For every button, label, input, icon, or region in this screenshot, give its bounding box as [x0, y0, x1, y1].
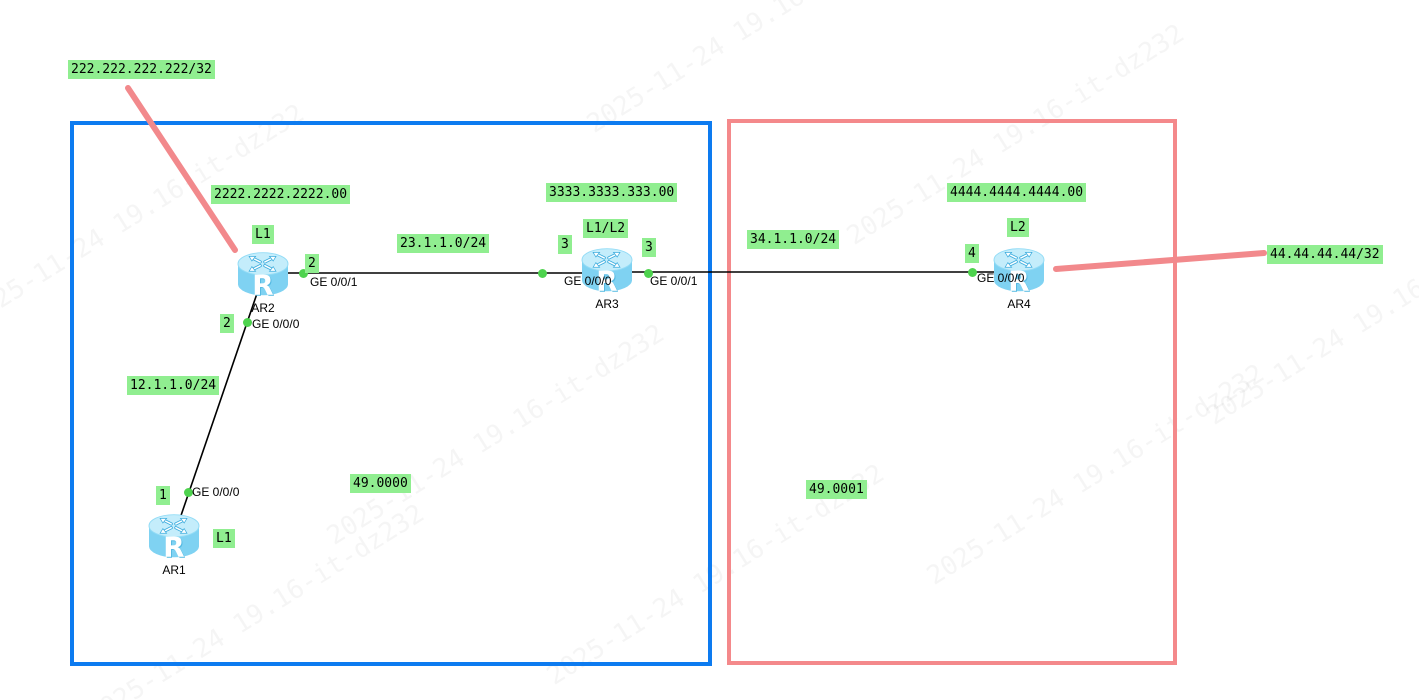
- link-endpoint-dot: [243, 318, 252, 327]
- svg-text:R: R: [1009, 265, 1030, 295]
- annotation-area-49-0000[interactable]: 49.0000: [350, 474, 411, 493]
- svg-text:R: R: [164, 531, 185, 561]
- router-icon: R R: [237, 252, 289, 299]
- iface-label-ar4-ge000: GE 0/0/0: [977, 271, 1025, 285]
- watermark-text: 2025-11-24 19.16-it-dz232: [1201, 198, 1419, 432]
- router-ar2[interactable]: R R AR2: [235, 249, 291, 315]
- annotation-metric-ar3-ge001[interactable]: 3: [642, 238, 656, 257]
- svg-text:R: R: [597, 265, 618, 295]
- link-endpoint-dot: [299, 269, 308, 278]
- annotation-level-ar2[interactable]: L1: [252, 225, 274, 244]
- annotation-subnet-ar1-ar2[interactable]: 12.1.1.0/24: [127, 376, 220, 395]
- iface-label-ar3-ge001: GE 0/0/1: [650, 274, 698, 288]
- annotation-level-ar3[interactable]: L1/L2: [583, 219, 629, 238]
- iface-label-ar2-ge000: GE 0/0/0: [252, 317, 300, 331]
- annotation-subnet-ar3-ar4[interactable]: 34.1.1.0/24: [747, 230, 840, 249]
- annotation-metric-ar3-ge000[interactable]: 3: [558, 235, 572, 254]
- link-endpoint-dot: [968, 268, 977, 277]
- annotation-loopback-ar4[interactable]: 44.44.44.44/32: [1267, 245, 1383, 264]
- svg-text:R: R: [1008, 264, 1029, 295]
- router-name: AR2: [251, 301, 275, 315]
- svg-text:R: R: [253, 269, 274, 299]
- router-icon: R R: [581, 248, 633, 295]
- annotation-loopback-ar2[interactable]: 222.222.222.222/32: [68, 60, 215, 79]
- router-ar3[interactable]: R R AR3: [579, 245, 635, 311]
- svg-text:R: R: [596, 264, 617, 295]
- annotation-systemid-ar3[interactable]: 3333.3333.333.00: [546, 183, 678, 202]
- annotation-metric-ar2-ge001[interactable]: 2: [305, 254, 319, 273]
- iface-label-ar3-ge000: GE 0/0/0: [564, 274, 612, 288]
- annotation-subnet-ar2-ar3[interactable]: 23.1.1.0/24: [397, 234, 490, 253]
- router-name: AR4: [1007, 297, 1031, 311]
- svg-text:R: R: [163, 530, 184, 561]
- router-ar1[interactable]: R R AR1: [146, 511, 202, 577]
- link-endpoint-dot: [538, 269, 547, 278]
- annotation-systemid-ar4[interactable]: 4444.4444.4444.00: [947, 183, 1087, 202]
- annotation-metric-ar1-ge000[interactable]: 1: [156, 486, 170, 505]
- router-name: AR3: [595, 297, 619, 311]
- router-icon: R R: [148, 514, 200, 561]
- annotation-level-ar4[interactable]: L2: [1007, 218, 1029, 237]
- router-icon: R R: [993, 248, 1045, 295]
- annotation-level-ar1[interactable]: L1: [213, 529, 235, 548]
- annotation-metric-ar4-ge000[interactable]: 4: [965, 244, 979, 263]
- link-endpoint-dot: [184, 488, 193, 497]
- isis-area-49-0000-rectangle[interactable]: [70, 121, 712, 666]
- link-endpoint-dot: [644, 269, 653, 278]
- annotation-systemid-ar2[interactable]: 2222.2222.2222.00: [211, 185, 351, 204]
- annotation-area-49-0001[interactable]: 49.0001: [806, 480, 867, 499]
- router-name: AR1: [162, 563, 186, 577]
- router-ar4[interactable]: R R AR4: [991, 245, 1047, 311]
- iface-label-ar2-ge001: GE 0/0/1: [310, 275, 358, 289]
- svg-text:R: R: [252, 268, 273, 299]
- annotation-metric-ar2-ge000[interactable]: 2: [220, 314, 234, 333]
- iface-label-ar1-ge000: GE 0/0/0: [192, 485, 240, 499]
- isis-area-49-0001-rectangle[interactable]: [727, 119, 1177, 665]
